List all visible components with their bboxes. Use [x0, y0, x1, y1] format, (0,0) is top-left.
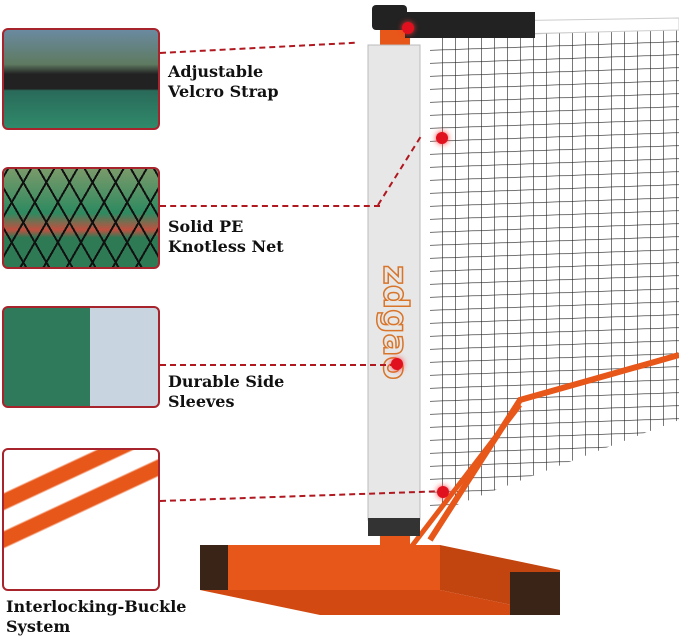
- brand-logo: zdgao: [374, 264, 416, 380]
- inset-buckle-system: [2, 448, 160, 591]
- leader-line: [160, 364, 396, 366]
- leader-line: [160, 205, 380, 207]
- feature-label-knotless-net: Solid PE Knotless Net: [168, 217, 284, 256]
- callout-dot: [402, 22, 414, 34]
- inset-side-sleeves: [2, 306, 160, 408]
- feature-label-buckle-system: Interlocking-Buckle System: [6, 597, 187, 636]
- callout-dot: [391, 358, 403, 370]
- callout-dot: [437, 486, 449, 498]
- feature-label-side-sleeves: Durable Side Sleeves: [168, 372, 285, 411]
- inset-velcro-strap: [2, 28, 160, 130]
- inset-knotless-net: [2, 167, 160, 269]
- feature-label-velcro-strap: Adjustable Velcro Strap: [168, 62, 279, 101]
- callout-dot: [436, 132, 448, 144]
